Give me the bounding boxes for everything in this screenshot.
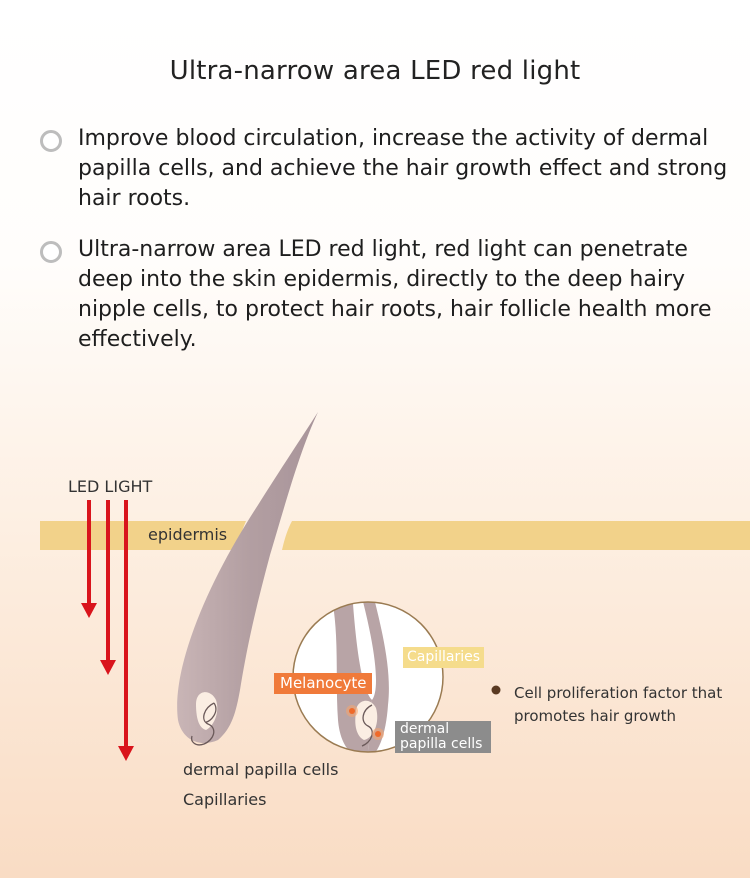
melanocyte-dot: [375, 731, 381, 737]
melanocyte-dot: [349, 708, 355, 714]
bullet-text: Improve blood circulation, increase the …: [78, 126, 728, 211]
zoom-hair-right: [360, 602, 389, 752]
epidermis-label: epidermis: [148, 525, 228, 544]
follicle-cavity: [196, 692, 218, 730]
led-light-label: LED LIGHT: [68, 477, 153, 496]
capillary-squiggle-tail: [205, 702, 217, 723]
bullet-item: Ultra-narrow area LED red light, red lig…: [38, 235, 728, 355]
cell-factor-text: Cell proliferation factor that promotes …: [514, 684, 723, 725]
legend-capillaries: Capillaries: [183, 790, 267, 809]
bullet-text: Ultra-narrow area LED red light, red lig…: [78, 237, 712, 352]
led-arrows: [81, 500, 134, 761]
legend-dermal-papilla: dermal papilla cells: [183, 760, 339, 779]
led-arrow-head: [100, 660, 116, 675]
epidermis-band-right: [282, 521, 750, 550]
melanocyte-label: Melanocyte: [274, 673, 373, 694]
hair-shaft: [177, 412, 318, 744]
led-arrow-shaft: [87, 500, 91, 605]
led-arrow-head: [81, 603, 97, 618]
led-arrow-head: [118, 746, 134, 761]
capillary-squiggle: [190, 702, 215, 746]
epidermis-band-left: [40, 521, 246, 550]
circle-bullet-icon: [40, 130, 62, 152]
dermal-papilla-tag: dermal papilla cells: [395, 721, 491, 753]
factor-bullet-dot: [491, 685, 501, 695]
zoom-capillary: [361, 704, 373, 747]
circle-bullet-icon: [40, 241, 62, 263]
led-arrow-shaft: [106, 500, 110, 662]
led-arrow-shaft: [124, 500, 128, 748]
bullet-item: Improve blood circulation, increase the …: [38, 124, 728, 214]
capillaries-tag: Capillaries: [403, 647, 485, 668]
page-title: Ultra-narrow area LED red light: [169, 56, 581, 86]
